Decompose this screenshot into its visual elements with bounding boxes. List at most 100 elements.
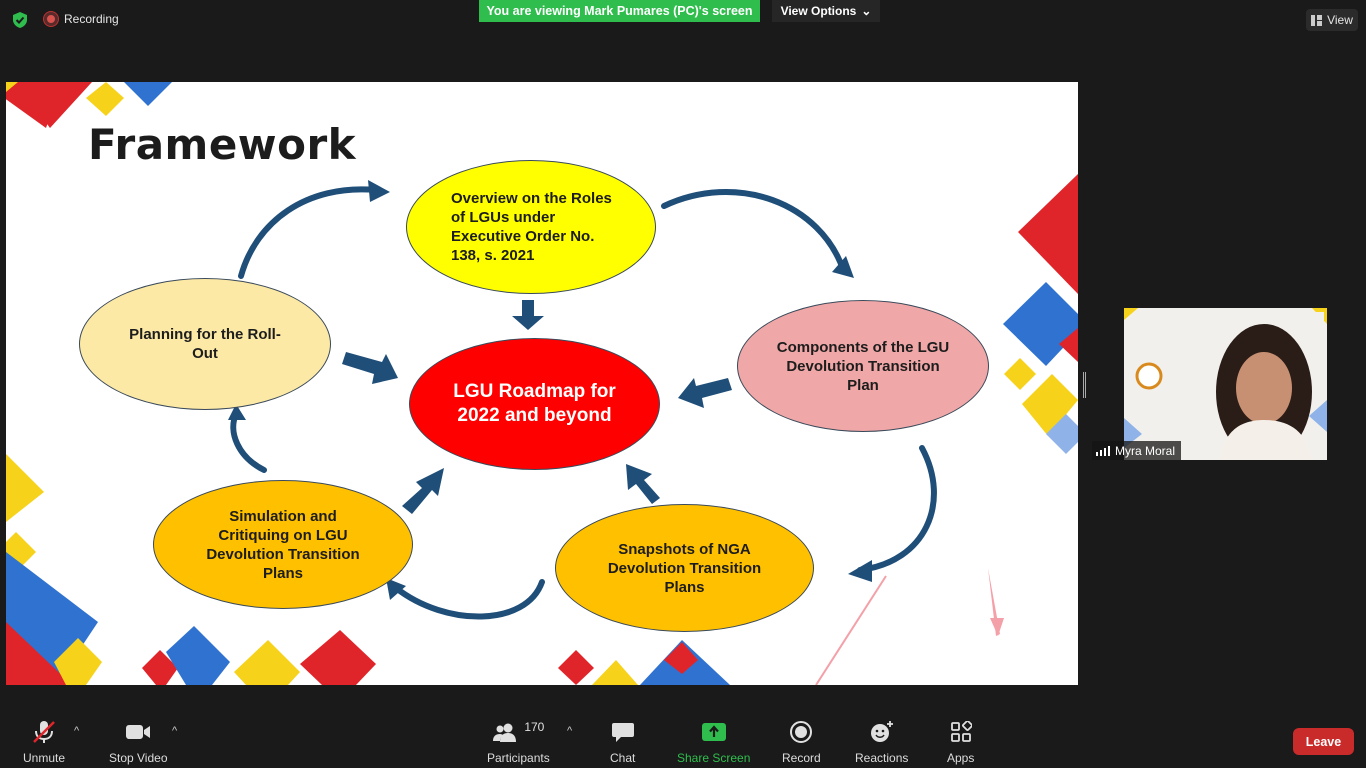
share-screen-icon (701, 723, 726, 741)
viewing-screen-banner: You are viewing Mark Pumares (PC)'s scre… (479, 0, 760, 22)
node-label: Components of the LGU Devolution Transit… (776, 338, 950, 394)
decor-shape (234, 640, 300, 685)
recording-indicator[interactable]: Recording (44, 12, 119, 26)
decor-shape (300, 630, 376, 685)
decor-shape (1018, 174, 1078, 294)
block-arrow (402, 468, 444, 514)
record-button[interactable]: Record (782, 720, 821, 765)
node-lgu-roadmap: LGU Roadmap for 2022 and beyond (409, 338, 660, 470)
curved-arrow (393, 579, 545, 620)
node-simulation-critiquing: Simulation and Critiquing on LGU Devolut… (153, 480, 413, 609)
block-arrow (512, 300, 544, 330)
decor-shape (16, 82, 92, 128)
decor-shape (6, 82, 18, 92)
decor-shape (124, 82, 172, 106)
stop-video-label: Stop Video (109, 751, 168, 765)
security-shield-icon[interactable] (11, 11, 29, 29)
stop-video-button[interactable]: Stop Video (109, 720, 168, 765)
slide-decorations (6, 82, 1078, 685)
microphone-muted-icon (33, 721, 55, 743)
slide-title: Framework (88, 120, 357, 169)
video-camera-icon (126, 725, 151, 739)
block-arrow (626, 464, 660, 504)
node-planning-rollout: Planning for the Roll-Out (79, 278, 331, 410)
participant-video[interactable] (1124, 308, 1327, 460)
view-button[interactable]: View (1306, 9, 1358, 31)
participant-name-tag: Myra Moral (1092, 441, 1182, 460)
chat-label: Chat (610, 751, 636, 765)
apps-grid-icon (950, 721, 972, 742)
share-screen-label: Share Screen (677, 751, 751, 765)
chat-bubble-icon (611, 723, 634, 742)
apps-label: Apps (947, 751, 975, 765)
recording-label: Recording (64, 12, 119, 26)
participants-button[interactable]: 170 Participants (487, 720, 550, 765)
reactions-button[interactable]: Reactions (855, 720, 908, 765)
curved-arrow (857, 445, 937, 573)
decor-shape (6, 454, 44, 522)
block-arrow (342, 352, 398, 384)
decor-shape (142, 650, 178, 685)
record-label: Record (782, 751, 821, 765)
view-options-button[interactable]: View Options ⌄ (772, 0, 880, 22)
decor-shape (54, 638, 102, 685)
recording-dot-icon (44, 12, 58, 26)
decor-line (815, 575, 887, 685)
participants-label: Participants (487, 751, 550, 765)
participants-options-caret[interactable]: ^ (567, 725, 573, 737)
participants-count: 170 (524, 720, 545, 734)
video-options-caret[interactable]: ^ (172, 725, 178, 737)
share-screen-button[interactable]: Share Screen (677, 720, 750, 765)
unmute-label: Unmute (23, 751, 66, 765)
node-label: LGU Roadmap for 2022 and beyond (453, 381, 616, 426)
chevron-down-icon: ⌄ (861, 4, 872, 18)
logo-seal-icon (1135, 362, 1163, 390)
view-label: View (1327, 13, 1353, 27)
view-options-label: View Options (780, 4, 857, 18)
reactions-label: Reactions (855, 751, 909, 765)
node-label: Simulation and Critiquing on LGU Devolut… (206, 507, 360, 582)
grid-view-icon (1311, 14, 1323, 26)
decor-shape (1004, 358, 1036, 390)
apps-button[interactable]: Apps (947, 720, 974, 765)
decor-shape (166, 626, 230, 685)
decor-shape (86, 82, 124, 116)
arrowhead (832, 256, 854, 278)
smiley-plus-icon (870, 721, 893, 742)
participant-video-frame (1124, 308, 1327, 460)
signal-bars-icon (1096, 445, 1110, 456)
node-label: Overview on the Roles of LGUs under Exec… (451, 190, 612, 264)
node-label: Planning for the Roll-Out (129, 326, 281, 362)
decor-shape (558, 650, 594, 685)
unmute-button[interactable]: Unmute (23, 720, 65, 765)
curved-arrow (661, 189, 847, 275)
participants-icon (493, 723, 517, 742)
shared-screen-slide: Framework Overview on the Roles of LGUs … (6, 82, 1078, 685)
decor-shape (1022, 374, 1078, 436)
decor-shape (592, 660, 638, 685)
arrowhead (848, 560, 872, 582)
participant-name: Myra Moral (1115, 443, 1176, 458)
arrowhead (228, 404, 246, 420)
audio-options-caret[interactable]: ^ (74, 725, 80, 737)
decor-shape (1046, 414, 1078, 454)
decor-shape (990, 618, 1004, 636)
arrowhead (386, 578, 406, 600)
node-components-plan: Components of the LGU Devolution Transit… (737, 300, 989, 432)
decor-shape (664, 642, 698, 674)
panel-resize-handle[interactable] (1083, 372, 1086, 398)
chat-button[interactable]: Chat (610, 720, 635, 765)
decor-shape (6, 622, 72, 685)
curved-arrow (230, 411, 267, 473)
decor-shape (1003, 282, 1078, 366)
decor-shape (1059, 328, 1078, 362)
curved-arrow (238, 186, 379, 279)
arrowhead (368, 180, 390, 202)
block-arrow (678, 378, 732, 408)
leave-button[interactable]: Leave (1293, 728, 1354, 755)
node-overview-roles: Overview on the Roles of LGUs under Exec… (406, 160, 656, 294)
node-snapshots-nga: Snapshots of NGA Devolution Transition P… (555, 504, 814, 632)
node-label: Snapshots of NGA Devolution Transition P… (607, 540, 762, 596)
record-icon (790, 721, 813, 743)
